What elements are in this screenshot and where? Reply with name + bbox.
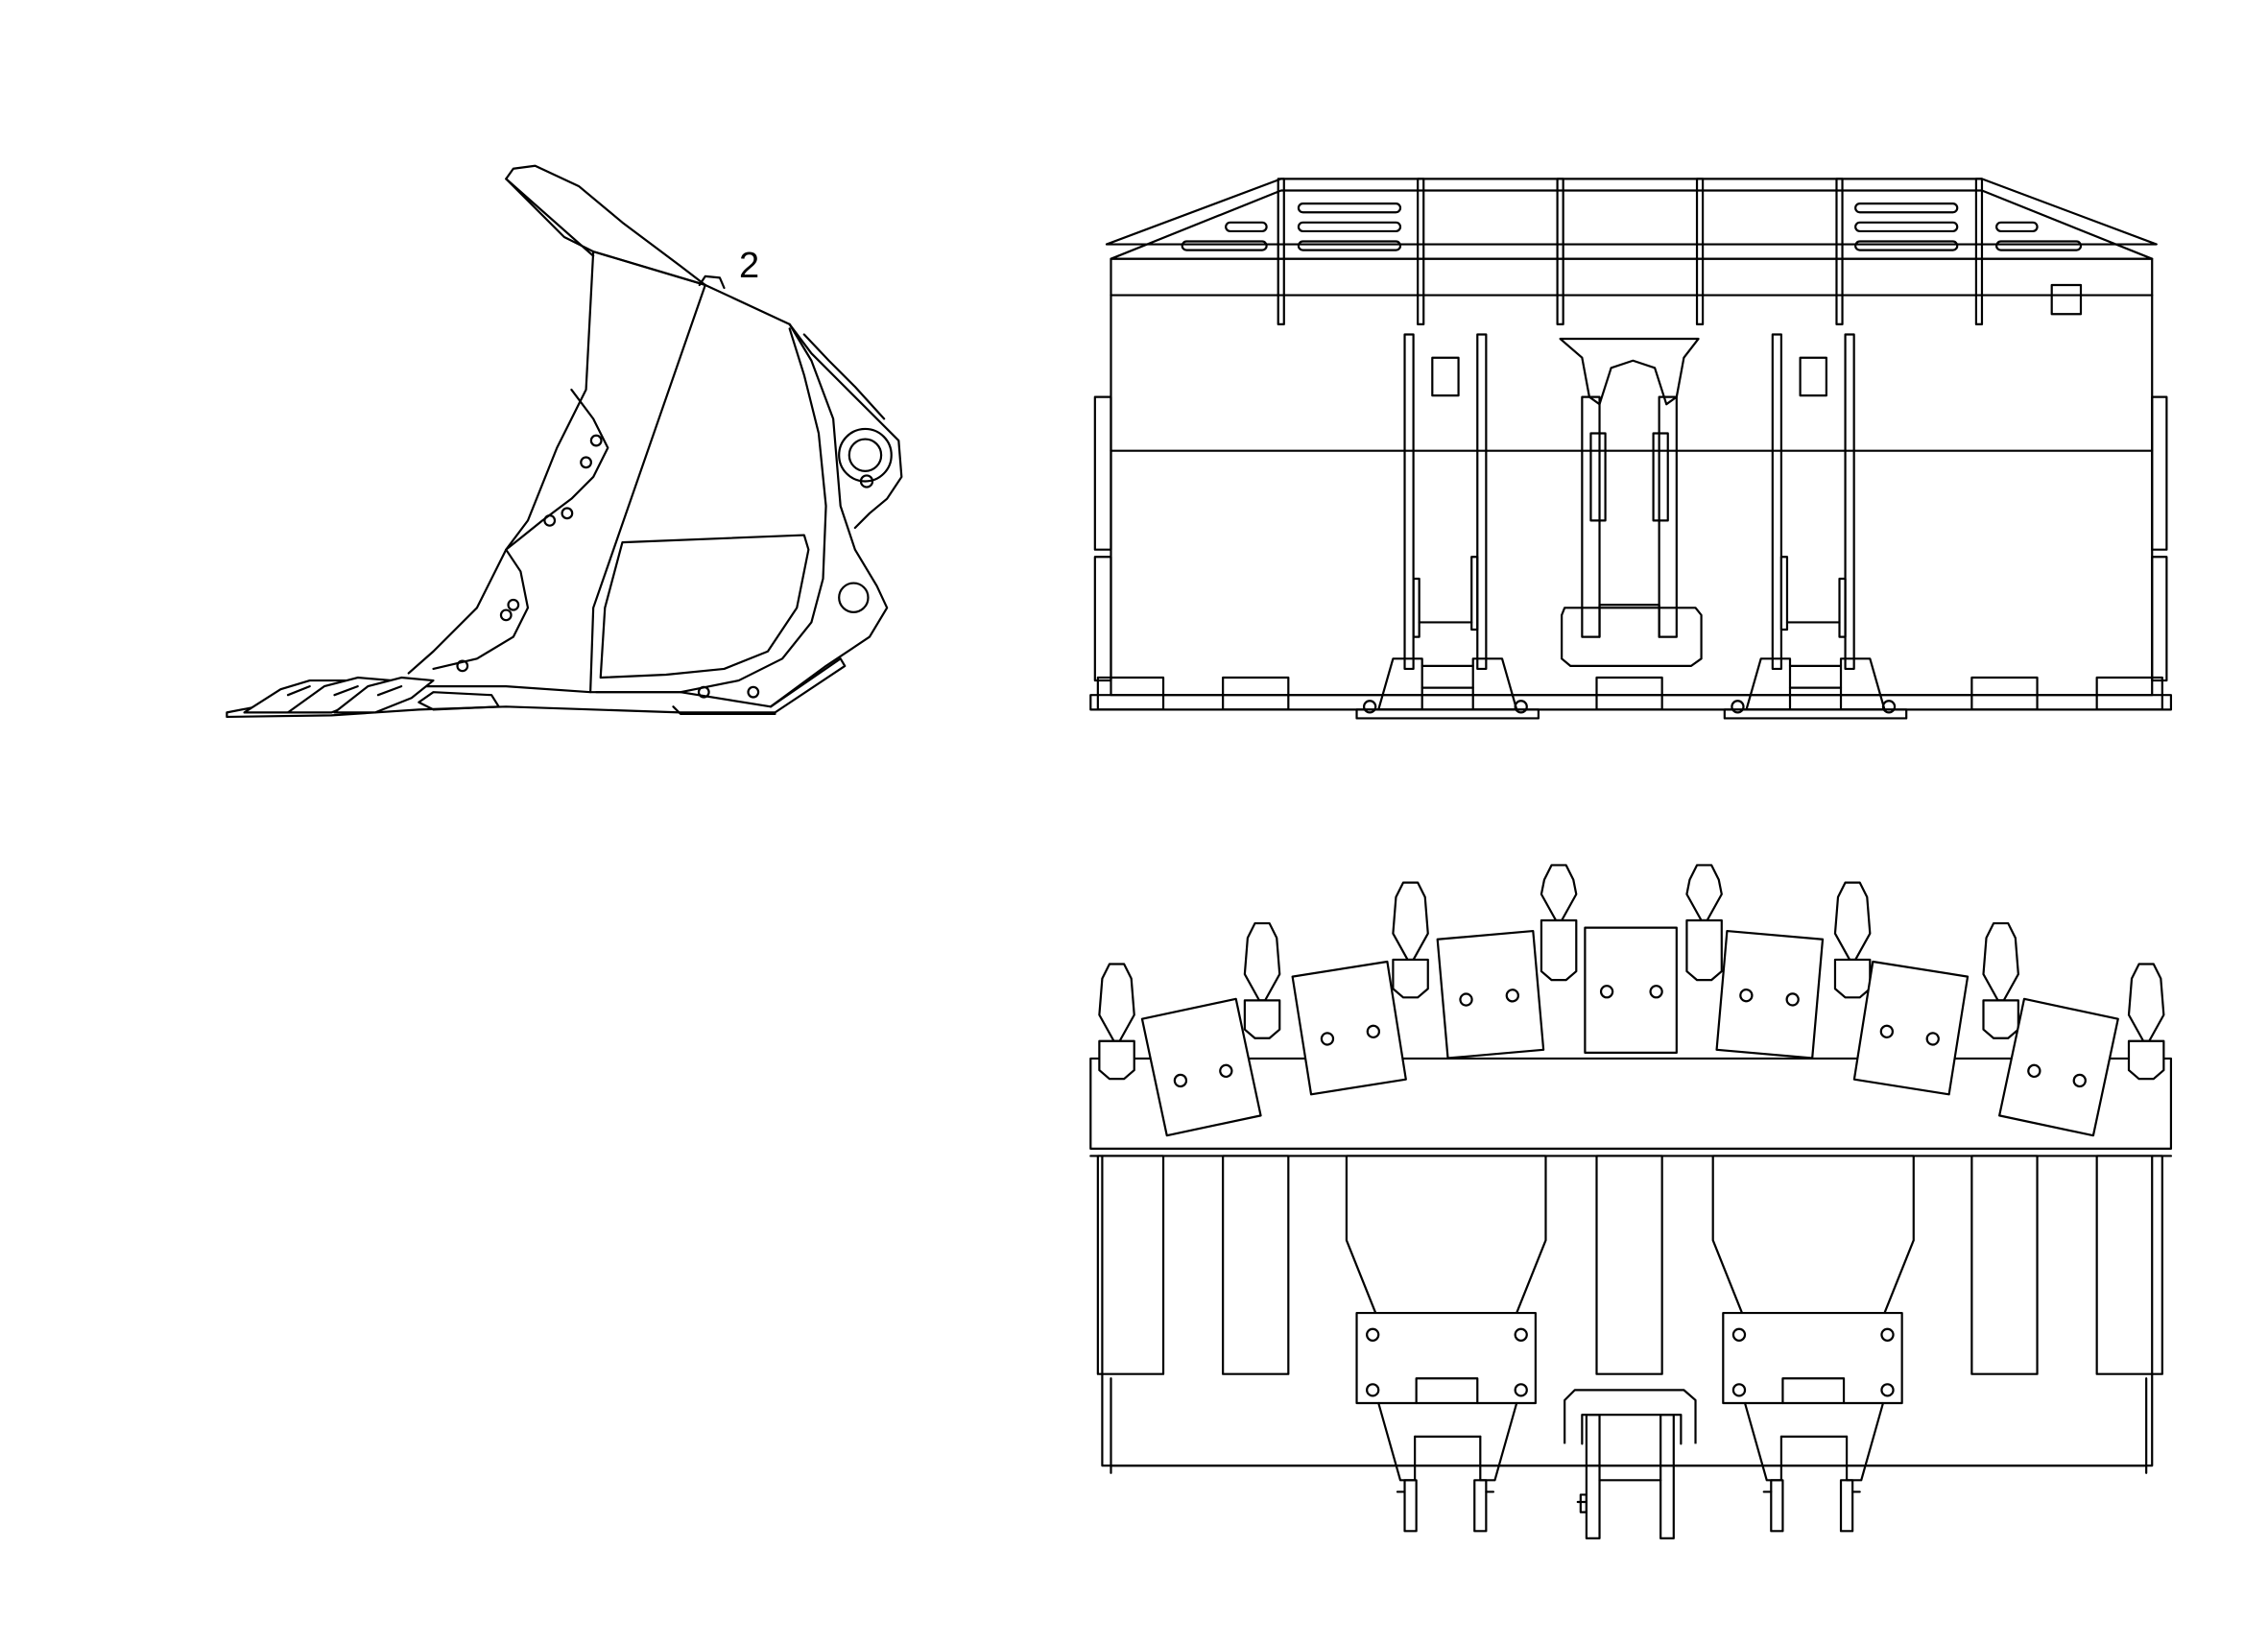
sensor-box	[2052, 285, 2081, 314]
front-cutting-edge	[1090, 695, 2171, 709]
rail-posts	[1278, 179, 1982, 324]
bucket-side-view	[227, 166, 901, 717]
left-lift-arm	[1357, 334, 1539, 718]
lower-pin-icon	[839, 584, 868, 612]
right-hinge-tower	[1713, 1156, 1914, 1531]
vent-slots	[1182, 203, 2081, 250]
side-cutout	[601, 536, 809, 678]
callout-number: 2	[739, 246, 759, 286]
wear-strips	[1098, 1156, 2162, 1373]
lifting-lug	[700, 276, 725, 288]
top-teeth	[1099, 865, 2163, 1079]
bucket-front-view	[1090, 179, 2171, 718]
adapter-covers	[1142, 928, 2118, 1136]
bucket-top-view	[1090, 865, 2171, 1537]
bucket-body	[593, 251, 887, 706]
edge-segments	[1098, 678, 2162, 709]
right-lift-arm	[1725, 334, 1906, 718]
center-tilt-bracket	[1561, 339, 1702, 666]
top-rail	[1107, 179, 2157, 244]
center-link	[1564, 1390, 1695, 1538]
side-teeth	[245, 678, 434, 712]
front-body	[1110, 259, 2152, 696]
left-hinge-tower	[1347, 1156, 1546, 1531]
spill-guard	[506, 166, 705, 285]
upper-pin-icon	[839, 429, 892, 482]
hinge-bracket	[790, 324, 902, 528]
inner-plate	[596, 328, 825, 692]
